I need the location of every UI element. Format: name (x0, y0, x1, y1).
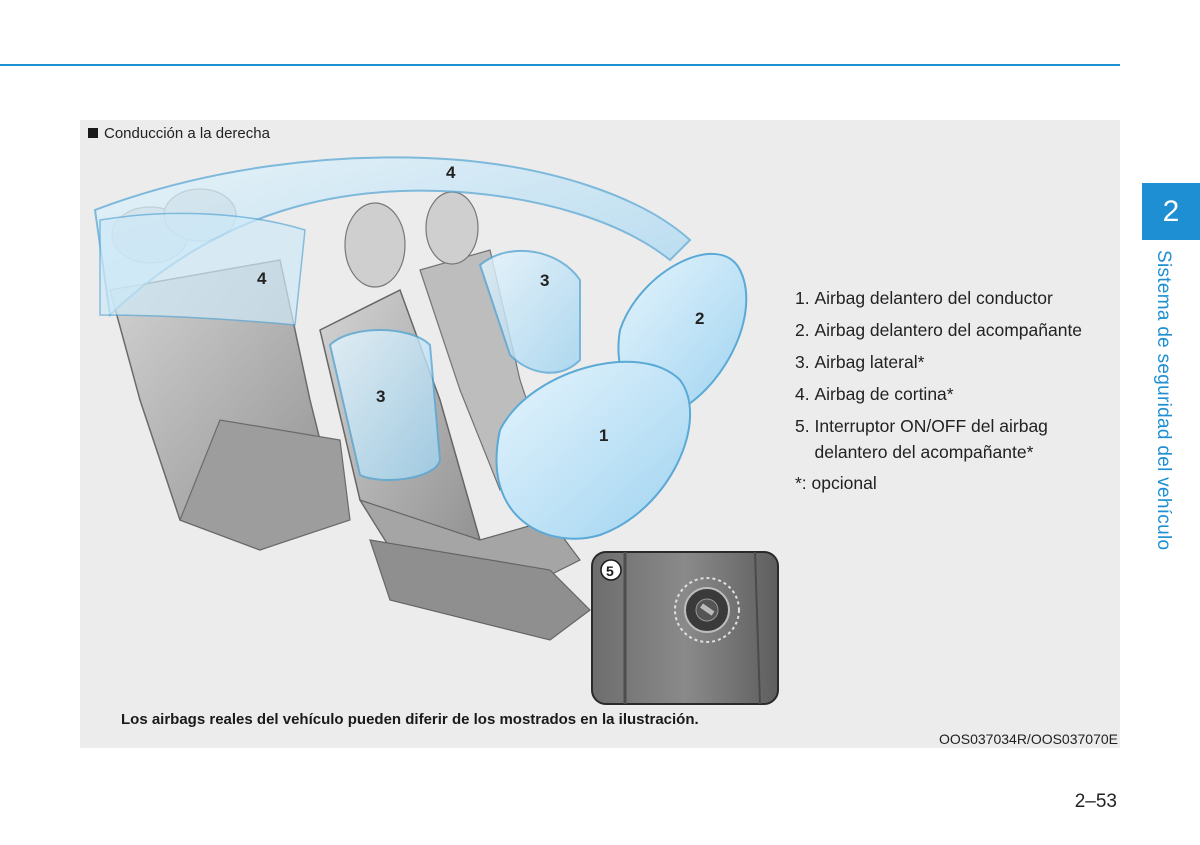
legend-note: *: opcional (795, 467, 1105, 499)
callout-3-passenger: 3 (540, 271, 549, 290)
legend-item-number: 4. (795, 378, 810, 410)
legend-item: 5. Interruptor ON/OFF del airbag delante… (795, 410, 1105, 465)
header-rule (0, 64, 1120, 66)
legend-item-number: 2. (795, 314, 810, 346)
callout-4-top: 4 (446, 163, 456, 182)
airbag-legend: 1. Airbag delantero del conductor 2. Air… (795, 282, 1105, 499)
square-bullet-icon (88, 128, 98, 138)
legend-item-text: Interruptor ON/OFF del airbag delantero … (814, 410, 1105, 465)
legend-item-number: 3. (795, 346, 810, 378)
legend-item-number: 1. (795, 282, 810, 314)
legend-item-number: 5. (795, 410, 810, 465)
callout-3-driver: 3 (376, 387, 385, 406)
switch-inset: 5 (592, 552, 778, 704)
page-number: 2–53 (1075, 791, 1117, 813)
legend-item: 2. Airbag delantero del acompañante (795, 314, 1105, 346)
callout-4-left: 4 (257, 269, 267, 288)
figure-caption: Los airbags reales del vehículo pueden d… (121, 711, 699, 728)
curtain-airbag-rear-panel (100, 213, 305, 325)
legend-item: 4. Airbag de cortina* (795, 378, 1105, 410)
legend-item-text: Airbag delantero del acompañante (814, 314, 1105, 346)
driver-front-airbag (496, 362, 690, 539)
legend-item-text: Airbag de cortina* (814, 378, 1105, 410)
callout-1: 1 (599, 426, 608, 445)
callout-2: 2 (695, 309, 704, 328)
figure-code: OOS037034R/OOS037070E (939, 731, 1118, 747)
chapter-number-tab: 2 (1142, 183, 1200, 240)
legend-item-text: Airbag lateral* (814, 346, 1105, 378)
chapter-title: Sistema de seguridad del vehículo (1152, 250, 1174, 550)
legend-item: 1. Airbag delantero del conductor (795, 282, 1105, 314)
legend-item-text: Airbag delantero del conductor (814, 282, 1105, 314)
airbag-illustration: 4 4 3 3 2 1 5 (80, 140, 800, 710)
callout-5: 5 (606, 563, 614, 579)
legend-item: 3. Airbag lateral* (795, 346, 1105, 378)
